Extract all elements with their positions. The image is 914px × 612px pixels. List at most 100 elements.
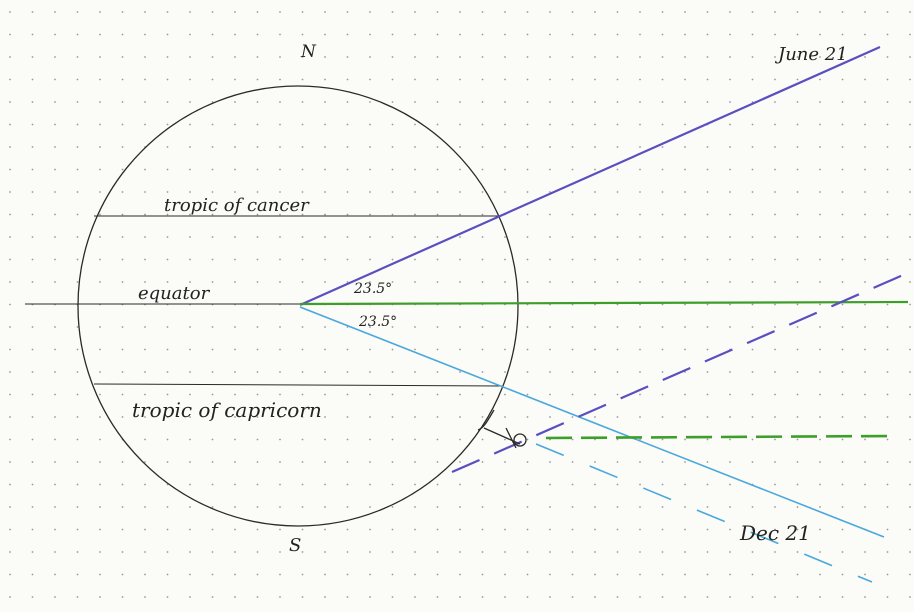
june-ray-dashed bbox=[451, 270, 911, 474]
grid-dot bbox=[909, 483, 911, 486]
grid-dot bbox=[639, 461, 641, 463]
grid-dot bbox=[324, 191, 326, 193]
grid-dot bbox=[54, 348, 56, 351]
grid-dot bbox=[189, 416, 191, 418]
grid-dot bbox=[526, 528, 529, 531]
grid-dot bbox=[594, 416, 596, 418]
grid-dot bbox=[751, 191, 754, 193]
grid-dot bbox=[706, 438, 709, 441]
grid-dot bbox=[436, 168, 439, 171]
grid-dot bbox=[841, 438, 844, 441]
grid-dot bbox=[841, 146, 844, 148]
grid-dot bbox=[796, 393, 799, 396]
grid-dot bbox=[909, 281, 911, 283]
equinox-ray-dashed bbox=[545, 434, 893, 440]
grid-dot bbox=[796, 573, 799, 576]
grid-dot bbox=[616, 168, 619, 171]
grid-dot bbox=[661, 416, 664, 418]
grid-dot bbox=[706, 236, 709, 238]
grid-dot bbox=[751, 573, 754, 576]
grid-dot bbox=[166, 56, 169, 58]
grid-dot bbox=[661, 461, 664, 463]
grid-dot bbox=[886, 213, 889, 216]
grid-dot bbox=[256, 416, 259, 418]
grid-dot bbox=[436, 506, 439, 508]
grid-dot bbox=[504, 191, 506, 193]
grid-dot bbox=[729, 596, 731, 598]
grid-dot bbox=[31, 281, 34, 283]
grid-dot bbox=[76, 56, 79, 58]
south-label: S bbox=[289, 535, 301, 556]
grid-dot bbox=[234, 596, 236, 598]
grid-dot bbox=[909, 236, 911, 238]
grid-dot bbox=[594, 551, 596, 553]
grid-dot bbox=[279, 326, 281, 328]
grid-dot bbox=[166, 506, 169, 508]
grid-dot bbox=[481, 56, 484, 58]
grid-dot bbox=[481, 551, 484, 553]
grid-dot bbox=[661, 78, 664, 81]
grid-dot bbox=[414, 416, 416, 418]
grid-dot bbox=[909, 78, 911, 81]
grid-dot bbox=[414, 371, 416, 373]
grid-dot bbox=[774, 596, 776, 598]
grid-dot bbox=[549, 258, 551, 261]
grid-dot bbox=[796, 56, 799, 58]
grid-dot bbox=[571, 596, 574, 598]
grid-dot bbox=[99, 191, 101, 193]
grid-dot bbox=[121, 326, 124, 328]
grid-dot bbox=[166, 78, 169, 81]
grid-dot bbox=[391, 506, 394, 508]
grid-dot bbox=[234, 551, 236, 553]
grid-dot bbox=[751, 348, 754, 351]
grid-dot bbox=[99, 33, 101, 36]
grid-dot bbox=[301, 101, 304, 103]
grid-dot bbox=[189, 326, 191, 328]
grid-dot bbox=[594, 348, 596, 351]
grid-dot bbox=[369, 461, 371, 463]
grid-dot bbox=[549, 101, 551, 103]
grid-dot bbox=[549, 168, 551, 171]
grid-dot bbox=[459, 551, 461, 553]
grid-dot bbox=[9, 326, 11, 328]
grid-dot bbox=[639, 506, 641, 508]
grid-dot bbox=[886, 461, 889, 463]
grid-dot bbox=[189, 281, 191, 283]
grid-dot bbox=[774, 258, 776, 261]
grid-dot bbox=[684, 596, 686, 598]
grid-dot bbox=[729, 123, 731, 126]
grid-dot bbox=[594, 393, 596, 396]
grid-dot bbox=[886, 438, 889, 441]
grid-dot bbox=[436, 236, 439, 238]
grid-dot bbox=[819, 393, 821, 396]
grid-dot bbox=[391, 258, 394, 261]
grid-dot bbox=[864, 416, 866, 418]
grid-dot bbox=[909, 123, 911, 126]
grid-dot bbox=[144, 551, 146, 553]
grid-dot bbox=[616, 326, 619, 328]
grid-dot bbox=[481, 393, 484, 396]
grid-dot bbox=[324, 528, 326, 531]
grid-dot bbox=[31, 168, 34, 171]
grid-dot bbox=[301, 573, 304, 576]
grid-dot bbox=[301, 33, 304, 36]
grid-dot bbox=[504, 326, 506, 328]
grid-dot bbox=[796, 78, 799, 81]
grid-dot bbox=[166, 33, 169, 36]
grid-dot bbox=[706, 213, 709, 216]
grid-dot bbox=[549, 551, 551, 553]
grid-dot bbox=[819, 573, 821, 576]
grid-dot bbox=[864, 483, 866, 486]
grid-dot bbox=[391, 573, 394, 576]
grid-dot bbox=[211, 78, 214, 81]
grid-dot bbox=[144, 416, 146, 418]
grid-dot bbox=[639, 326, 641, 328]
grid-dot bbox=[549, 461, 551, 463]
grid-dot bbox=[526, 348, 529, 351]
grid-dot bbox=[684, 416, 686, 418]
grid-dot bbox=[414, 348, 416, 351]
grid-dot bbox=[549, 416, 551, 418]
grid-dot bbox=[9, 11, 11, 13]
grid-dot bbox=[234, 236, 236, 238]
grid-dot bbox=[189, 596, 191, 598]
